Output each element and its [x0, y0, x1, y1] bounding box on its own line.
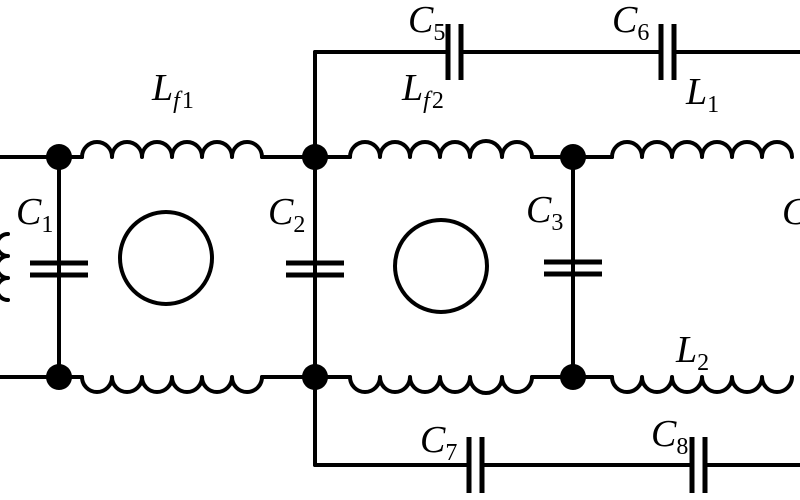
capacitor-C3	[544, 259, 602, 277]
label-C1: C1	[16, 191, 53, 238]
label-C6: C6	[612, 0, 649, 46]
label-L1: L1	[685, 71, 719, 118]
inductor-bottom-left	[80, 375, 264, 394]
inductor-L2	[610, 375, 794, 394]
inductor-Lf1	[80, 140, 264, 159]
inductor-bottom-mid	[348, 375, 534, 395]
capacitor-C6	[658, 24, 677, 80]
label-C7: C7	[420, 419, 457, 466]
mesh-circle-2	[393, 218, 489, 314]
label-L2: L2	[675, 329, 709, 376]
label-C3: C3	[526, 189, 563, 236]
label-C4-partial: C	[782, 191, 800, 233]
node-bottom-3	[560, 364, 586, 390]
capacitor-C5	[445, 24, 464, 80]
left-edge-inductor	[0, 232, 10, 302]
inductor-Lf2	[348, 139, 534, 159]
node-bottom-1	[46, 364, 72, 390]
capacitors	[30, 24, 708, 493]
inductor-L1	[610, 140, 794, 159]
mesh-circle-1	[118, 210, 214, 306]
nodes	[46, 144, 586, 390]
label-Lf1: Lf1	[151, 67, 194, 114]
wires	[0, 50, 800, 467]
node-top-1	[46, 144, 72, 170]
node-bottom-2	[302, 364, 328, 390]
capacitor-C1	[30, 260, 88, 278]
capacitor-C8	[689, 437, 708, 493]
label-C2: C2	[268, 191, 305, 238]
label-C8: C8	[651, 413, 688, 460]
labels: Lf1 Lf2 L1 L2 C1 C2 C3 C C5 C6 C7	[16, 0, 800, 466]
capacitor-C7	[466, 437, 485, 493]
label-Lf2: Lf2	[401, 67, 444, 114]
inductors	[80, 139, 794, 395]
node-top-3	[560, 144, 586, 170]
label-C5: C5	[408, 0, 445, 46]
node-top-2	[302, 144, 328, 170]
capacitor-C2	[286, 260, 344, 278]
